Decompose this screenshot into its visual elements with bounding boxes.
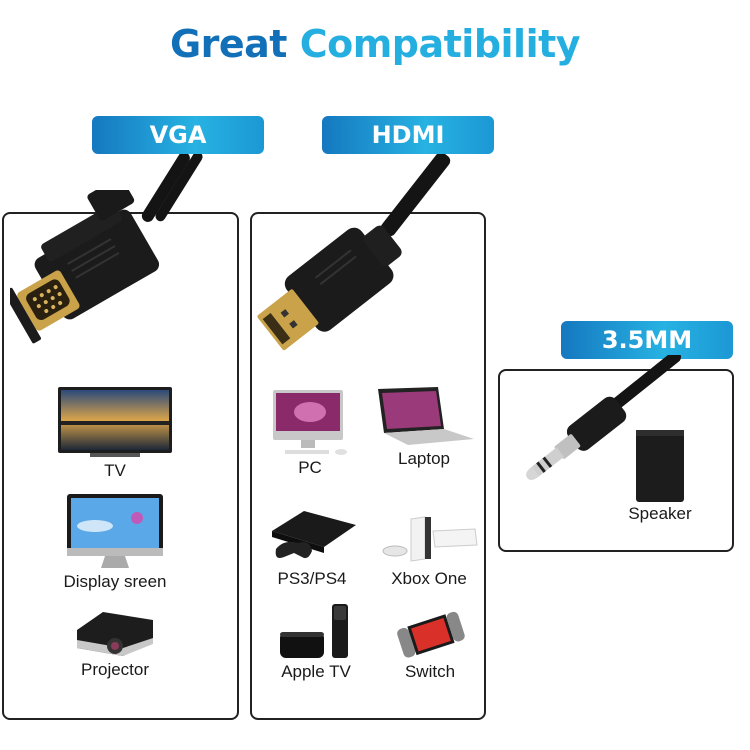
hdmi-badge: HDMI bbox=[322, 116, 494, 154]
vga-badge: VGA bbox=[92, 116, 264, 154]
device-label: PS3/PS4 bbox=[277, 569, 347, 588]
monitor-icon bbox=[67, 494, 163, 568]
page-title: Great Compatibility bbox=[0, 22, 750, 66]
title-word-compatibility: Compatibility bbox=[299, 22, 581, 66]
device-tv: TV bbox=[50, 385, 180, 481]
device-pc: PC bbox=[260, 388, 360, 478]
device-label: Speaker bbox=[628, 504, 692, 523]
device-label: Laptop bbox=[398, 449, 450, 468]
device-ps3-ps4: PS3/PS4 bbox=[262, 505, 362, 589]
audio-jack-icon bbox=[526, 355, 681, 480]
laptop-icon bbox=[378, 387, 474, 445]
desktop-pc-icon bbox=[273, 390, 347, 455]
vga-connector-icon bbox=[10, 190, 160, 344]
device-label: Display sreen bbox=[63, 572, 167, 591]
apple-tv-icon bbox=[280, 604, 348, 658]
device-label: Projector bbox=[80, 660, 150, 679]
playstation-icon bbox=[272, 511, 356, 559]
speaker-icon bbox=[636, 430, 684, 502]
title-word-great: Great bbox=[169, 22, 288, 66]
projector-icon bbox=[77, 612, 153, 656]
device-display-screen: Display sreen bbox=[50, 492, 180, 592]
device-label: Apple TV bbox=[281, 662, 351, 681]
hdmi-connector-icon bbox=[257, 225, 402, 351]
device-xbox-one: Xbox One bbox=[374, 515, 484, 589]
device-projector: Projector bbox=[50, 608, 180, 680]
nintendo-switch-icon bbox=[397, 611, 465, 658]
audio-3-5mm-badge: 3.5MM bbox=[561, 321, 733, 359]
device-label: Switch bbox=[404, 662, 456, 681]
device-label: Xbox One bbox=[391, 569, 467, 588]
device-laptop: Laptop bbox=[368, 385, 480, 469]
device-speaker: Speaker bbox=[612, 428, 708, 524]
xbox-icon bbox=[382, 516, 478, 562]
tv-icon bbox=[58, 387, 172, 457]
device-label: TV bbox=[104, 461, 126, 480]
device-apple-tv: Apple TV bbox=[264, 602, 368, 682]
device-label: PC bbox=[298, 458, 322, 477]
device-switch: Switch bbox=[374, 608, 486, 682]
